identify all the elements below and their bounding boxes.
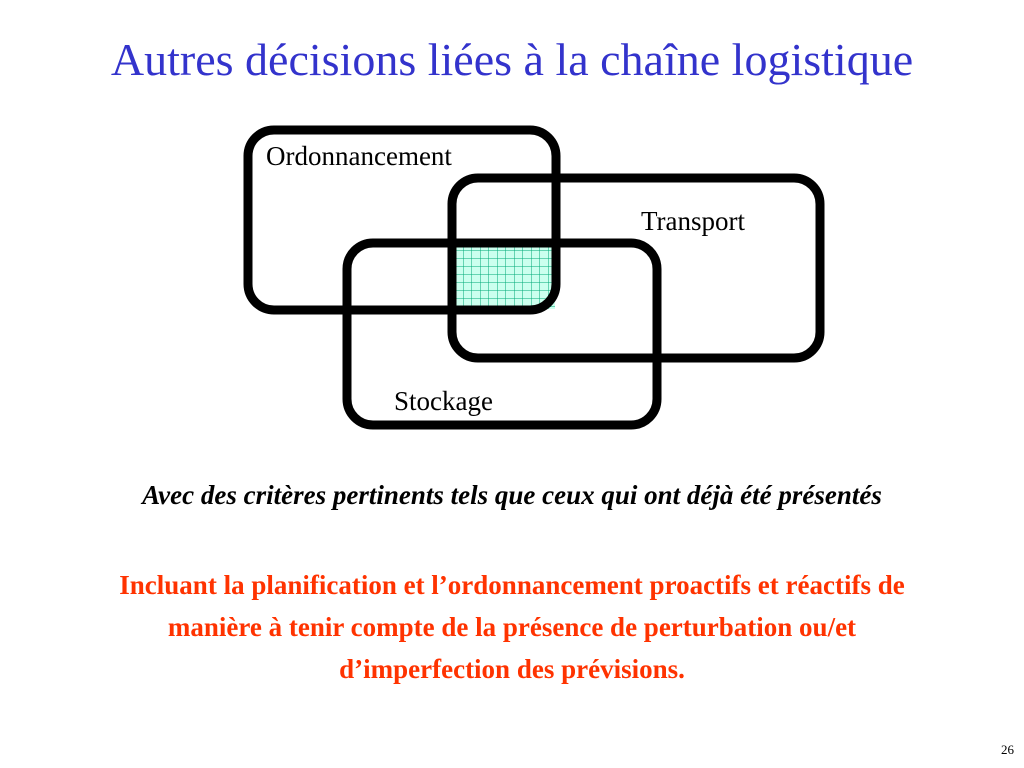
criteria-text: Avec des critères pertinents tels que ce… <box>142 480 882 510</box>
page-number: 26 <box>1001 742 1014 757</box>
ordonnancement-label: Ordonnancement <box>266 141 452 171</box>
ordonnancement-box <box>243 125 561 315</box>
note-text: Incluant la planification et l’ordonnanc… <box>119 570 905 684</box>
slide-title: Autres décisions liées à la chaîne logis… <box>110 34 914 85</box>
transport-label: Transport <box>641 206 746 236</box>
intersection-area <box>453 243 555 309</box>
stockage-label: Stockage <box>394 386 493 416</box>
stockage-box <box>342 238 662 430</box>
transport-box <box>447 173 825 363</box>
